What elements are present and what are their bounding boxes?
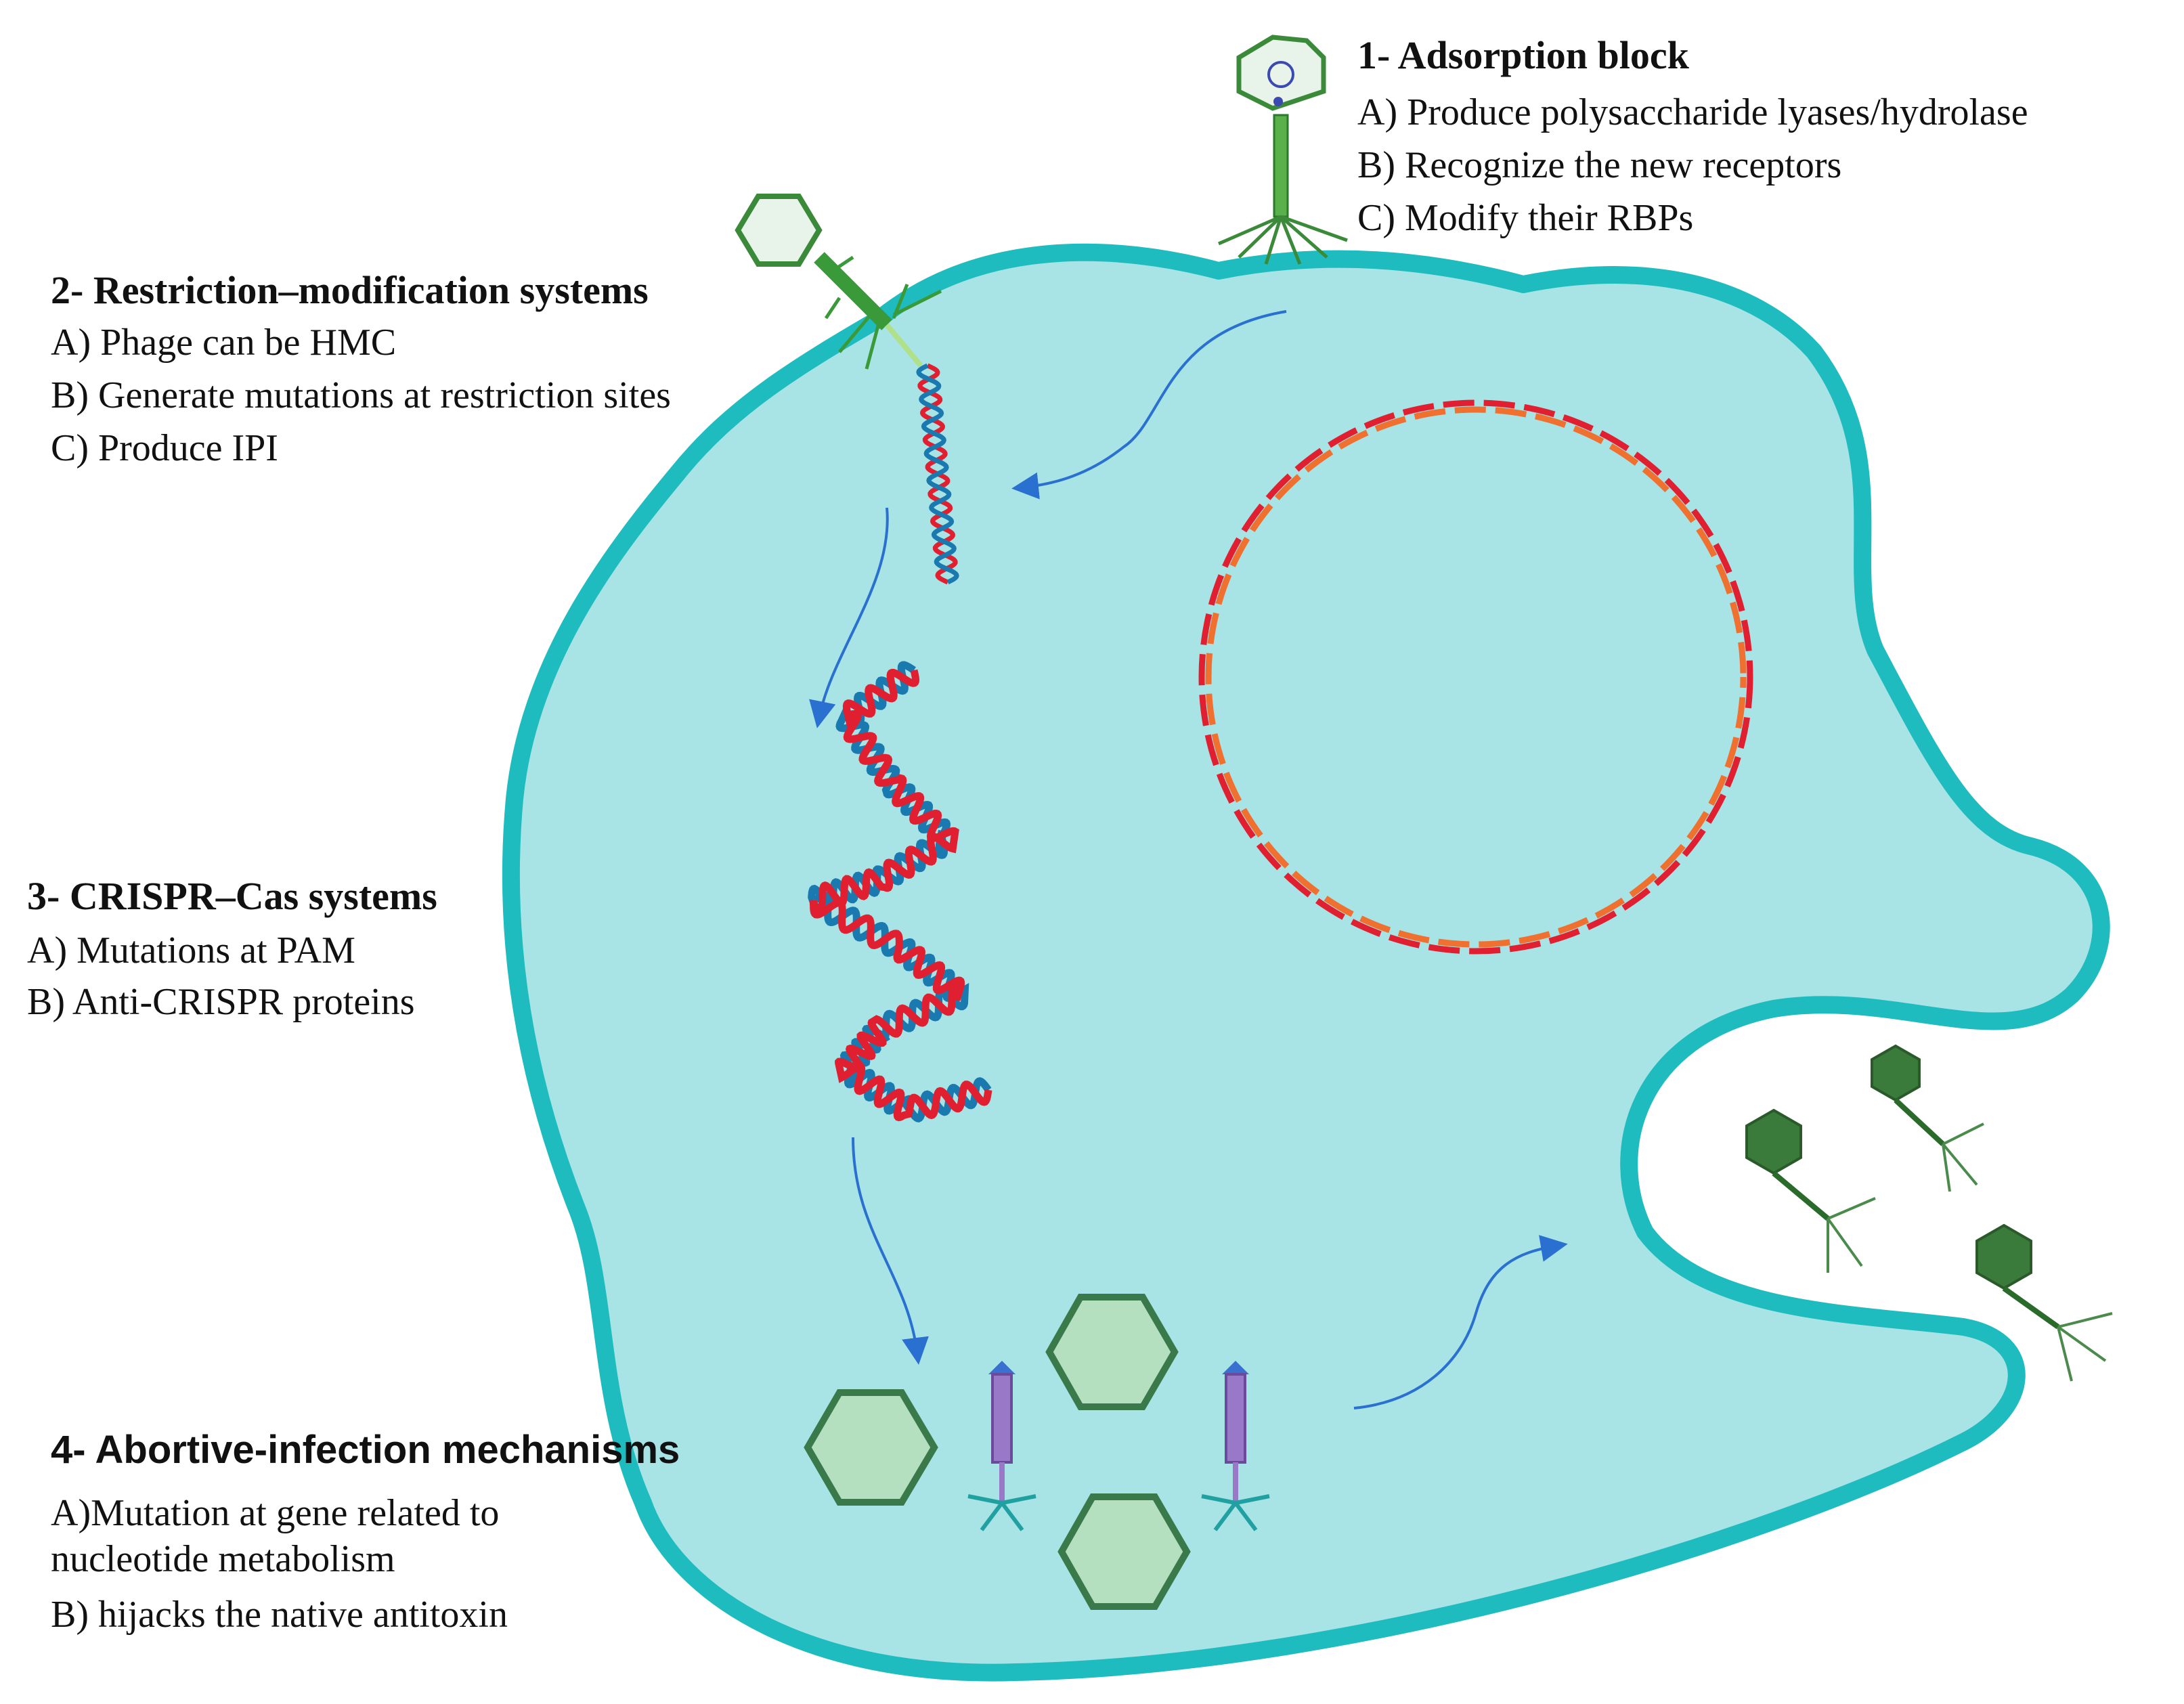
phage-tail-icon	[967, 1361, 1036, 1531]
section-2-line-c: C) Produce IPI	[51, 427, 278, 469]
phage-dna-icon	[808, 661, 992, 1123]
section-1-line-c: C) Modify their RBPs	[1357, 197, 1694, 239]
curved-arrow-icon	[852, 1137, 929, 1365]
section-2-line-b: B) Generate mutations at restriction sit…	[51, 374, 671, 416]
section-3-line-b: B) Anti-CRISPR proteins	[27, 981, 415, 1023]
capsid-icon	[804, 1389, 938, 1506]
curved-arrow-icon	[1353, 1235, 1568, 1410]
section-2-line-a: A) Phage can be HMC	[51, 322, 397, 364]
section-3-title: 3- CRISPR–Cas systems	[27, 874, 437, 918]
curved-arrow-icon	[1011, 310, 1287, 500]
phage-icon	[1745, 1108, 1876, 1273]
phage-icon	[1975, 1223, 2113, 1382]
section-1-title: 1- Adsorption block	[1357, 33, 1689, 77]
phage-icon	[1871, 1044, 1984, 1192]
phage-tail-icon	[1201, 1361, 1270, 1531]
section-4-line-c: B) hijacks the native antitoxin	[51, 1594, 508, 1636]
circular-chromosome-icon	[1198, 399, 1753, 955]
curved-arrow-icon	[809, 507, 889, 728]
section-1-line-b: B) Recognize the new receptors	[1357, 144, 1842, 186]
section-1-line-a: A) Produce polysaccharide lyases/hydrola…	[1357, 91, 2028, 133]
phage-dna-icon	[916, 363, 959, 585]
phage-icon	[1218, 35, 1348, 265]
section-4-line-b: nucleotide metabolism	[51, 1538, 395, 1580]
section-4-line-a: A)Mutation at gene related to	[51, 1492, 500, 1534]
phage-icon	[735, 194, 942, 370]
section-4-title: 4- Abortive-infection mechanisms	[51, 1428, 680, 1472]
section-3-line-a: A) Mutations at PAM	[27, 930, 355, 971]
capsid-icon	[1057, 1493, 1191, 1610]
section-2-title: 2- Restriction–modification systems	[51, 268, 649, 312]
capsid-icon	[1045, 1294, 1179, 1410]
